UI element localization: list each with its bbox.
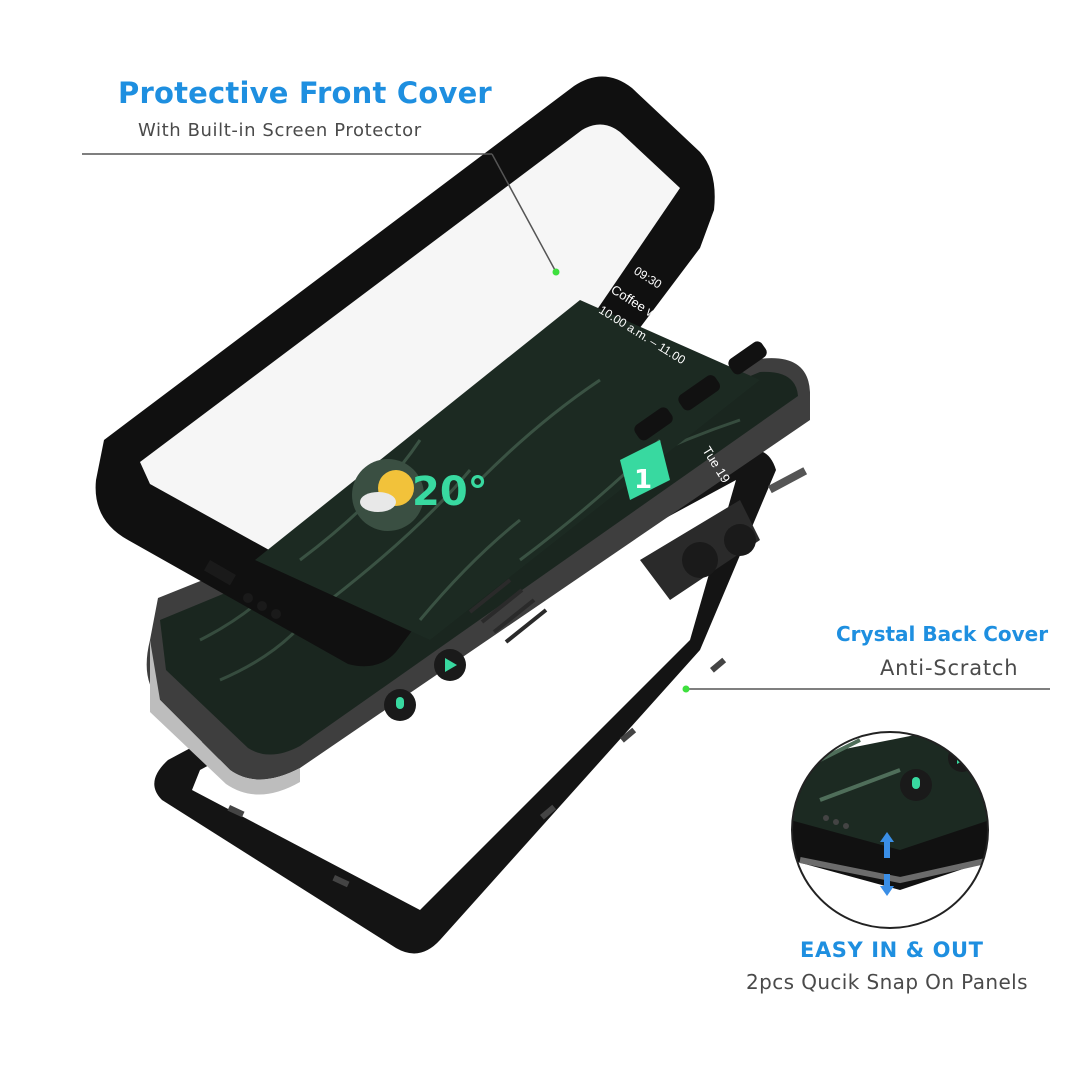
power-button [728,341,767,375]
easy-in-out-title: EASY IN & OUT [800,938,984,962]
callout-dot-2 [682,685,690,693]
arrow-up-icon [884,840,890,858]
screen-clock-digit: 1 [634,465,652,495]
front-cover-subtitle: With Built-in Screen Protector [138,120,422,141]
volume-button-2 [678,375,721,411]
back-cover-subtitle: Anti-Scratch [880,656,1019,680]
signal-icon [830,378,848,392]
back-cover-frame [154,450,808,954]
usb-port [204,560,236,586]
clock-tile [620,440,670,500]
arrow-down-icon [884,874,890,888]
volume-button [634,407,673,441]
easy-in-out-subtitle: 2pcs Qucik Snap On Panels [746,970,1028,994]
back-cover-leader [682,685,1050,693]
back-cover-title: Crystal Back Cover [836,622,1049,646]
front-cover-leader [82,153,560,276]
callout-dot [552,268,560,276]
front-cover-title: Protective Front Cover [118,76,492,110]
screen-temperature: 20° [412,469,488,515]
detail-magnifier [791,731,989,929]
